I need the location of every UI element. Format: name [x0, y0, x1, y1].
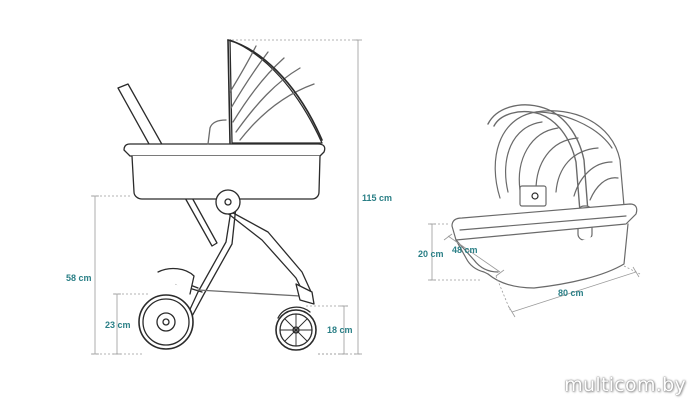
stroller-carrycot — [123, 119, 326, 200]
watermark: multicom.by — [564, 374, 686, 396]
height-23-dimension — [113, 293, 150, 355]
carrycot-logo-badge — [519, 185, 547, 207]
label-seat-height: 58 cm — [66, 273, 92, 283]
label-rear-wheel: 23 cm — [105, 320, 131, 330]
carrycot-width-48-dimension — [443, 233, 505, 277]
stroller-canopy — [227, 39, 323, 144]
label-carrycot-height: 20 cm — [418, 249, 444, 259]
stroller-frame — [171, 189, 315, 321]
front-wheel — [275, 306, 317, 351]
stroller-side-view — [117, 39, 326, 351]
carrycot-perspective-view — [451, 104, 638, 289]
height-18-dimension — [306, 305, 350, 355]
label-front-wheel: 18 cm — [327, 325, 353, 335]
rear-wheel — [138, 267, 195, 350]
stroller-dimension-lines — [91, 39, 362, 355]
label-total-height: 115 cm — [362, 193, 393, 203]
label-carrycot-length: 80 cm — [558, 288, 584, 298]
label-carrycot-width: 48 cm — [452, 245, 478, 255]
carrycot-length-80-dimension — [495, 265, 641, 318]
carrycot-height-20-dimension — [428, 223, 482, 281]
carrycot-hood — [494, 110, 625, 207]
carrycot-dimension-lines — [428, 223, 641, 318]
carrycot-basket — [451, 203, 638, 289]
height-58-dimension — [91, 195, 144, 355]
